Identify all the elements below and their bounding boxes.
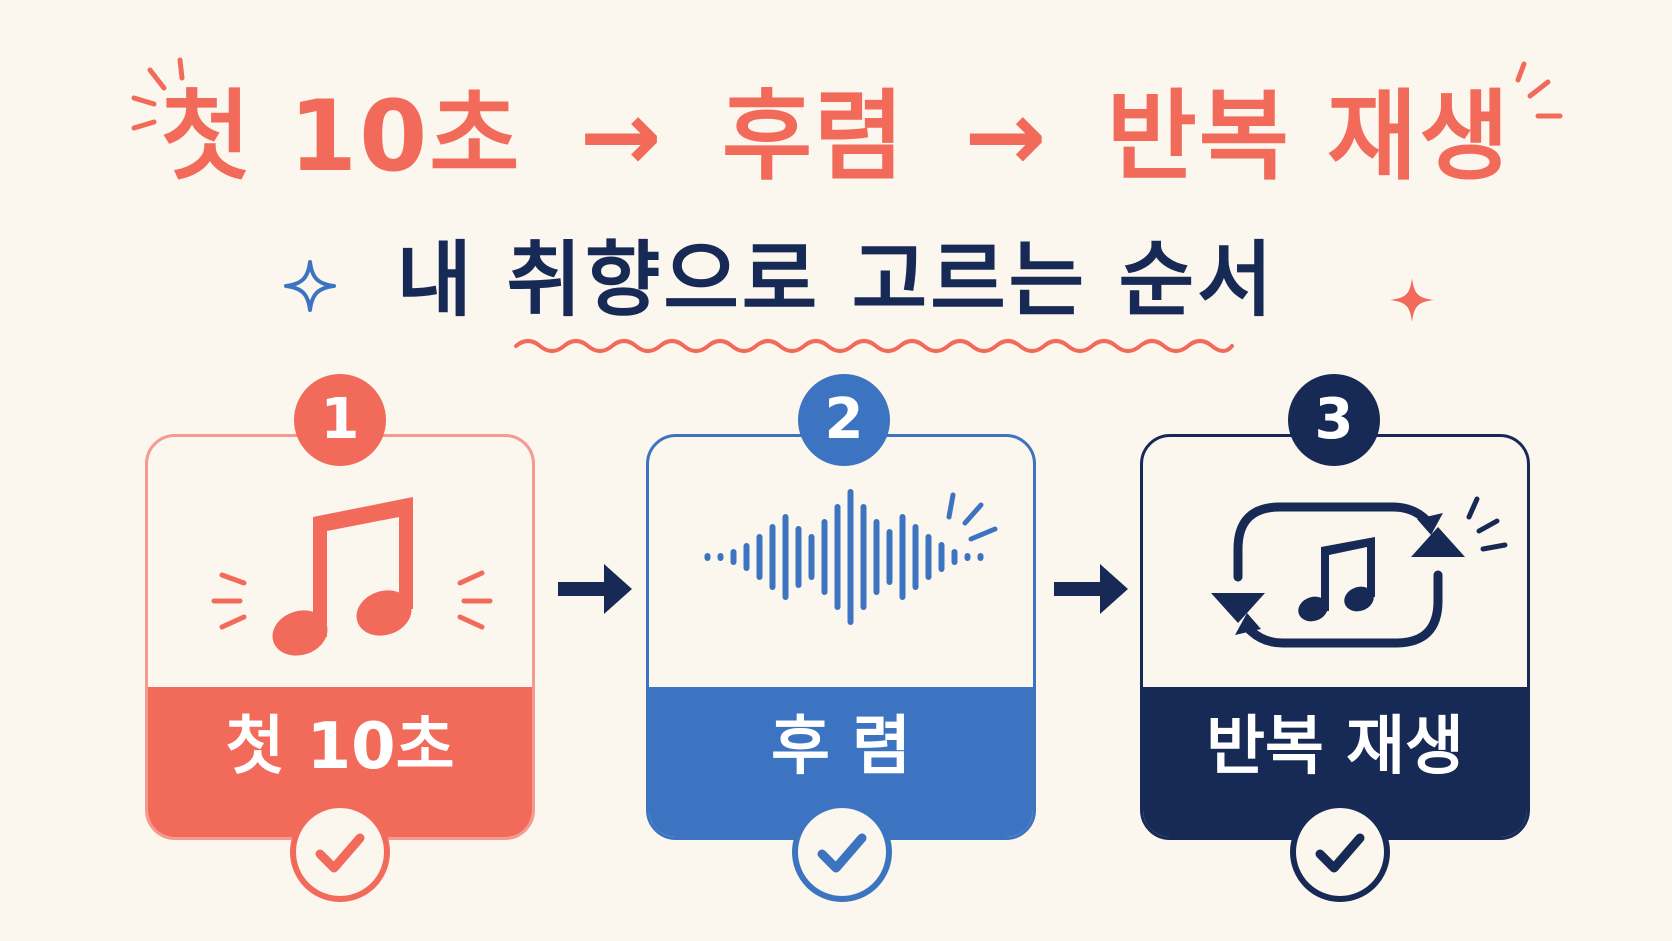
wavy-underline — [514, 339, 1234, 353]
title-arrow-2: → — [964, 80, 1049, 194]
step-label-3: 반복 재생 — [1206, 710, 1464, 784]
music-note-icon — [211, 497, 493, 656]
burst-lines-top-left-icon — [131, 57, 185, 131]
sound-wave-icon — [704, 489, 998, 625]
title-arrow-1: → — [579, 80, 664, 194]
step-card-1: 첫 10초 — [145, 434, 535, 840]
step-label-2: 후 렴 — [770, 710, 912, 784]
sparkle-right-icon — [1390, 278, 1434, 322]
check-circle-icon-1 — [290, 802, 390, 902]
title-step3: 반복 재생 — [1106, 80, 1512, 194]
repeat-music-icon — [1211, 496, 1508, 648]
step-number-badge-1: 1 — [294, 374, 386, 466]
flow-arrow-1-icon — [558, 564, 632, 614]
burst-lines-top-right-icon — [1515, 61, 1563, 119]
check-circle-icon-2 — [792, 802, 892, 902]
check-circle-icon-3 — [1290, 802, 1390, 902]
title-step2: 후렴 — [721, 80, 907, 194]
page-subtitle: 내 취향으로 고르는 순서 — [396, 233, 1276, 328]
title-step1: 첫 10초 — [160, 80, 522, 194]
step-label-1: 첫 10초 — [225, 710, 455, 784]
step-number-badge-3: 3 — [1288, 374, 1380, 466]
step-card-3: 반복 재생 — [1140, 434, 1530, 840]
flow-arrow-2-icon — [1054, 564, 1128, 614]
main-title: 첫 10초 → 후렴 → 반복 재생 — [0, 88, 1672, 186]
sparkle-left-icon — [284, 260, 336, 312]
step-card-2: 후 렴 — [646, 434, 1036, 840]
step-number-badge-2: 2 — [798, 374, 890, 466]
